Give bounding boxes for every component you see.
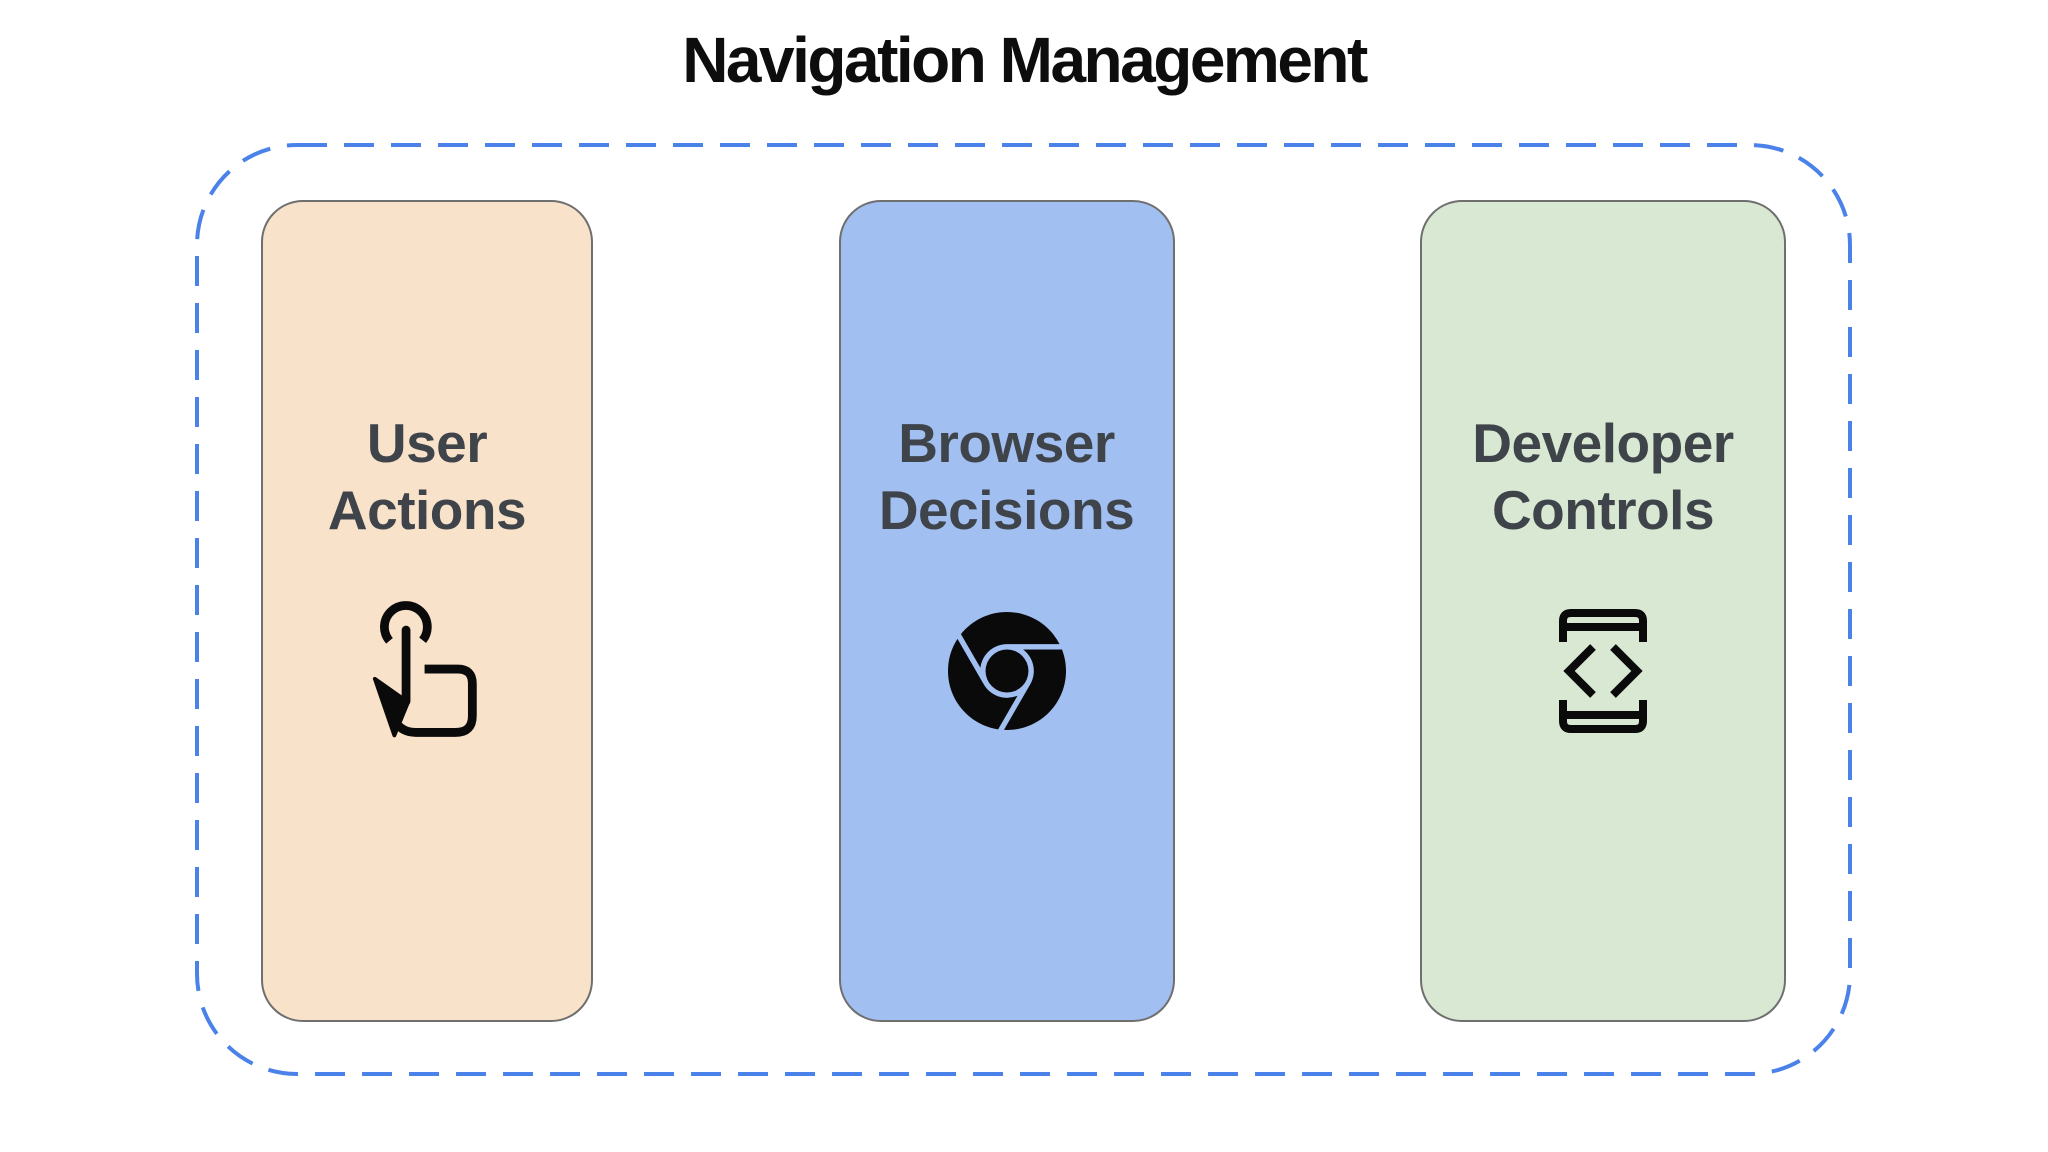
developer-mode-icon xyxy=(1559,609,1647,734)
page-title: Navigation Management xyxy=(682,24,1368,96)
dashed-border xyxy=(195,143,1852,1076)
tap-gesture-icon xyxy=(369,593,486,749)
card-user-actions: User Actions xyxy=(261,200,593,1022)
card-label-user-actions: User Actions xyxy=(327,412,527,542)
card-label-browser-decisions: Browser Decisions xyxy=(878,412,1135,542)
card-browser-decisions: Browser Decisions xyxy=(838,200,1175,1022)
dashed-group-frame xyxy=(195,143,1852,1076)
card-developer-controls: Developer Controls xyxy=(1420,200,1786,1022)
cards-row: User Actions Browser Decisions xyxy=(195,143,1852,1076)
card-label-developer-controls: Developer Controls xyxy=(1472,412,1734,542)
chrome-icon xyxy=(947,612,1066,731)
